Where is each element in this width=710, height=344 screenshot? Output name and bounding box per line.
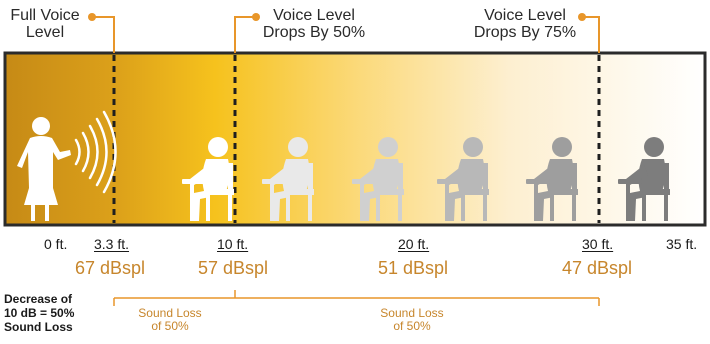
callout-dot-full (88, 13, 96, 21)
tick-20ft: 20 ft. (398, 236, 429, 252)
sound-loss-second: Sound Loss of 50% (372, 307, 452, 333)
callout-drop-75: Voice Level Drops By 75% (465, 7, 585, 41)
tick-35ft: 35 ft. (666, 236, 697, 252)
tick-30ft: 30 ft. (582, 236, 613, 252)
decrease-note: Decrease of 10 dB = 50% Sound Loss (4, 292, 74, 334)
callout-drop-50: Voice Level Drops By 50% (254, 7, 374, 41)
tick-10ft: 10 ft. (217, 236, 248, 252)
callout-full-voice: Full Voice Level (4, 7, 86, 41)
level-57dbspl: 57 dBspl (198, 258, 268, 279)
level-51dbspl: 51 dBspl (378, 258, 448, 279)
tick-0ft: 0 ft. (44, 236, 67, 252)
level-47dbspl: 47 dBspl (562, 258, 632, 279)
tick-3-3ft: 3.3 ft. (94, 236, 129, 252)
sound-loss-first: Sound Loss of 50% (130, 307, 210, 333)
level-67dbspl: 67 dBspl (75, 258, 145, 279)
sound-loss-brackets (114, 290, 599, 306)
